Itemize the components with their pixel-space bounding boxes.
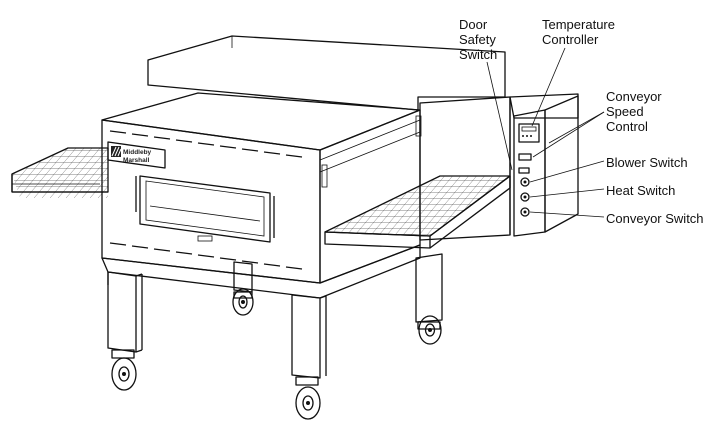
right-conveyor-belt: [324, 175, 511, 249]
oven-stand: [101, 244, 443, 379]
rear-housing: [147, 35, 506, 111]
temperature-controller-icon: [518, 123, 540, 143]
conveyor-speed-control-icon: [518, 153, 532, 161]
leader-lines: [486, 47, 605, 218]
oven-front: Middleby Marshall: [101, 119, 321, 284]
leader-conveyor-speed-control-a: [532, 111, 605, 158]
leader-conveyor-switch: [529, 211, 605, 218]
blower-switch-label: Blower Switch: [606, 155, 688, 170]
caster-front-left: [111, 349, 137, 391]
caster-rear-left: [232, 288, 254, 316]
brand-line2: Marshall: [123, 157, 150, 164]
oven-door-window: [135, 175, 275, 243]
door-handle-icon: [197, 235, 213, 242]
conveyor-switch-icon: [520, 207, 530, 217]
heat-switch-icon: [520, 192, 530, 202]
leader-door-safety-switch: [486, 61, 513, 171]
leader-conveyor-speed-control-b: [548, 111, 605, 144]
conveyor-speed-control-label: Conveyor Speed Control: [606, 89, 662, 134]
brand-line1: Middleby: [123, 149, 152, 156]
temperature-controller-label: Temperature Controller: [542, 17, 615, 47]
door-safety-switch-icon: [518, 167, 530, 174]
leader-heat-switch: [529, 188, 605, 198]
caster-rear-right: [417, 315, 442, 345]
left-conveyor-belt: [11, 147, 109, 198]
conveyor-switch-label: Conveyor Switch: [606, 211, 704, 226]
front-bottom-vents: [109, 242, 303, 270]
caster-front-right: [295, 376, 321, 420]
leader-temperature-controller: [531, 47, 566, 127]
heat-switch-label: Heat Switch: [606, 183, 676, 198]
door-safety-switch-label: Door Safety Switch: [459, 17, 498, 62]
control-panel: [513, 95, 579, 237]
brand-plate: Middleby Marshall: [107, 141, 166, 169]
brand-logo-icon: [111, 146, 121, 157]
front-top-vents: [109, 130, 303, 158]
leader-blower-switch: [529, 160, 605, 183]
blower-switch-icon: [520, 177, 530, 187]
